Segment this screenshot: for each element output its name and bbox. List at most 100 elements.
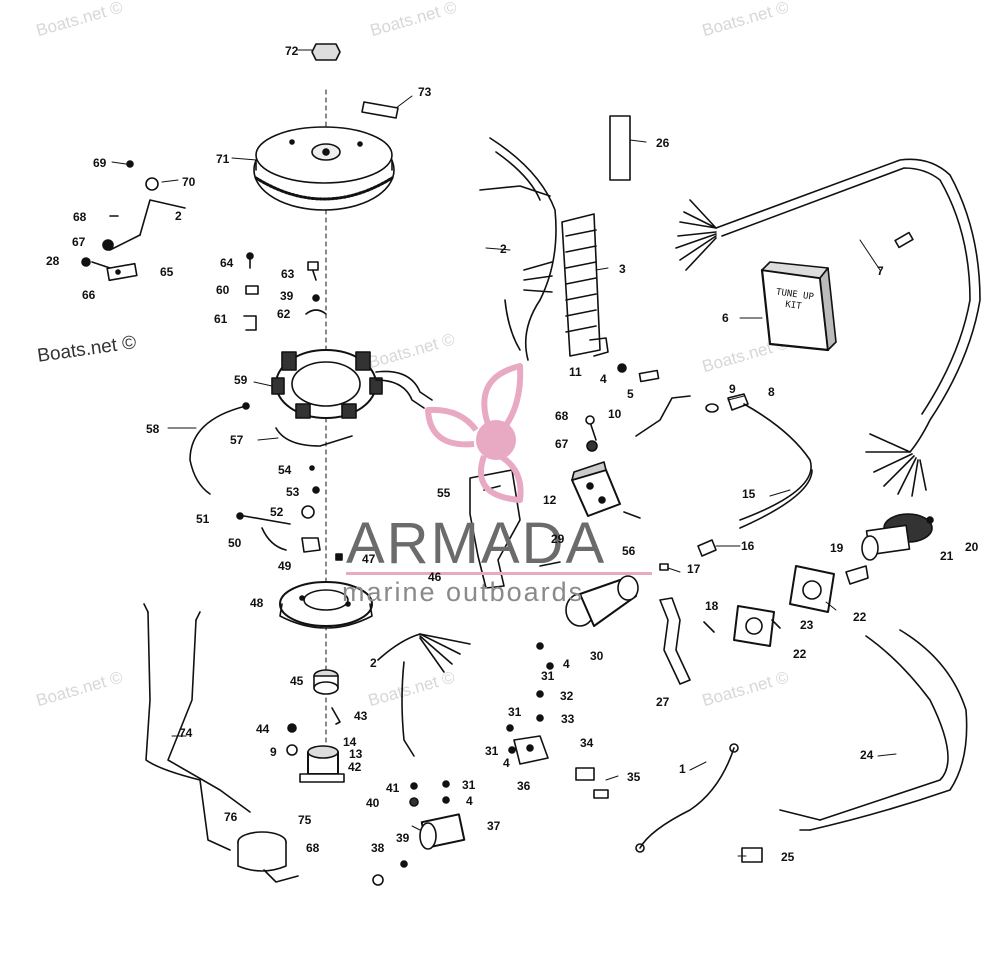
part-power-pack-12 [571, 461, 621, 517]
callout-33: 33 [561, 712, 575, 726]
callout-48: 48 [250, 596, 264, 610]
callout-11: 11 [569, 365, 582, 379]
part-small-hardware-mid [243, 252, 327, 331]
part-harness-2-lower [377, 633, 471, 757]
callout-19: 19 [830, 541, 844, 555]
armada-propeller-logo [425, 363, 524, 503]
callout-4: 4 [563, 657, 570, 671]
callout-49: 49 [278, 559, 292, 573]
callout-7: 7 [877, 264, 884, 278]
part-plate-22-upper [789, 565, 835, 613]
part-small-hardware-left [81, 160, 186, 282]
part-ignition-switch-21 [845, 513, 934, 585]
callout-25: 25 [781, 850, 795, 864]
callout-72: 72 [285, 44, 299, 58]
callout-5: 5 [627, 387, 634, 401]
callout-1: 1 [679, 762, 686, 776]
callout-31: 31 [541, 669, 555, 683]
callout-40: 40 [366, 796, 380, 810]
callout-76: 76 [224, 810, 238, 824]
part-harness-2-upper [479, 137, 557, 361]
callout-67: 67 [72, 235, 86, 249]
callout-54: 54 [278, 463, 292, 477]
part-screws-12 [539, 415, 641, 567]
part-battery-cables-24 [779, 629, 968, 831]
callout-16: 16 [741, 539, 755, 553]
callout-58: 58 [146, 422, 160, 436]
brand-name: ARMADA [346, 511, 607, 576]
callout-32: 32 [560, 689, 574, 703]
callout-31: 31 [462, 778, 476, 792]
callout-3: 3 [619, 262, 626, 276]
callout-55: 55 [437, 486, 451, 500]
callout-56: 56 [622, 544, 636, 558]
callout-4: 4 [503, 756, 510, 770]
callout-39: 39 [396, 831, 410, 845]
callout-57: 57 [230, 433, 244, 447]
part-solenoid-76 [237, 831, 299, 883]
part-stator-59 [271, 349, 433, 419]
callout-39: 39 [280, 289, 294, 303]
callout-60: 60 [216, 283, 230, 297]
callout-42: 42 [348, 760, 362, 774]
callout-4: 4 [466, 794, 473, 808]
part-clamp-25 [741, 847, 763, 863]
callout-34: 34 [580, 736, 594, 750]
callout-9: 9 [270, 745, 277, 759]
part-terminal-17 [659, 563, 669, 571]
part-clamp-27 [659, 597, 691, 685]
part-small-hardware-bottom [372, 780, 450, 886]
callout-44: 44 [256, 722, 270, 736]
callout-65: 65 [160, 265, 174, 279]
callout-68: 68 [306, 841, 320, 855]
callout-2: 2 [175, 209, 182, 223]
callout-71: 71 [216, 152, 230, 166]
part-wire-58 [189, 402, 250, 495]
callout-22: 22 [793, 647, 807, 661]
callout-51: 51 [196, 512, 210, 526]
callout-4: 4 [600, 372, 607, 386]
callout-27: 27 [656, 695, 670, 709]
part-mount-36 [513, 735, 549, 765]
part-starter-solenoid-37 [419, 813, 466, 850]
part-timer-base-48 [279, 581, 373, 629]
callout-53: 53 [286, 485, 300, 499]
callout-66: 66 [82, 288, 96, 302]
part-clip-43 [331, 707, 341, 725]
callout-30: 30 [590, 649, 604, 663]
part-small-hardware-lower [236, 465, 343, 561]
callout-17: 17 [687, 562, 701, 576]
callout-67: 67 [555, 437, 569, 451]
callout-52: 52 [270, 505, 284, 519]
callout-26: 26 [656, 136, 670, 150]
callout-59: 59 [234, 373, 248, 387]
part-small-parts-34-35 [575, 767, 609, 799]
callout-21: 21 [940, 549, 954, 563]
part-plate-22-lower [733, 605, 775, 647]
callout-70: 70 [182, 175, 196, 189]
callout-50: 50 [228, 536, 242, 550]
callout-2: 2 [500, 242, 507, 256]
part-boot-16 [697, 539, 717, 557]
part-collar-45 [313, 669, 339, 695]
callout-68: 68 [555, 409, 569, 423]
callout-18: 18 [705, 599, 719, 613]
callout-61: 61 [214, 312, 228, 326]
callout-28: 28 [46, 254, 60, 268]
leader-lines [111, 49, 897, 857]
callout-22: 22 [853, 610, 867, 624]
brand-rule [346, 572, 652, 575]
callout-37: 37 [487, 819, 501, 833]
callout-9: 9 [729, 382, 736, 396]
part-screw-23 [771, 619, 781, 629]
part-coil-30 [565, 575, 639, 627]
callout-68: 68 [73, 210, 87, 224]
callout-2: 2 [370, 656, 377, 670]
callout-47: 47 [362, 552, 376, 566]
part-flywheel-71 [253, 126, 395, 211]
callout-63: 63 [281, 267, 295, 281]
callout-20: 20 [965, 540, 979, 554]
part-screw-18 [703, 621, 715, 633]
callout-31: 31 [485, 744, 499, 758]
